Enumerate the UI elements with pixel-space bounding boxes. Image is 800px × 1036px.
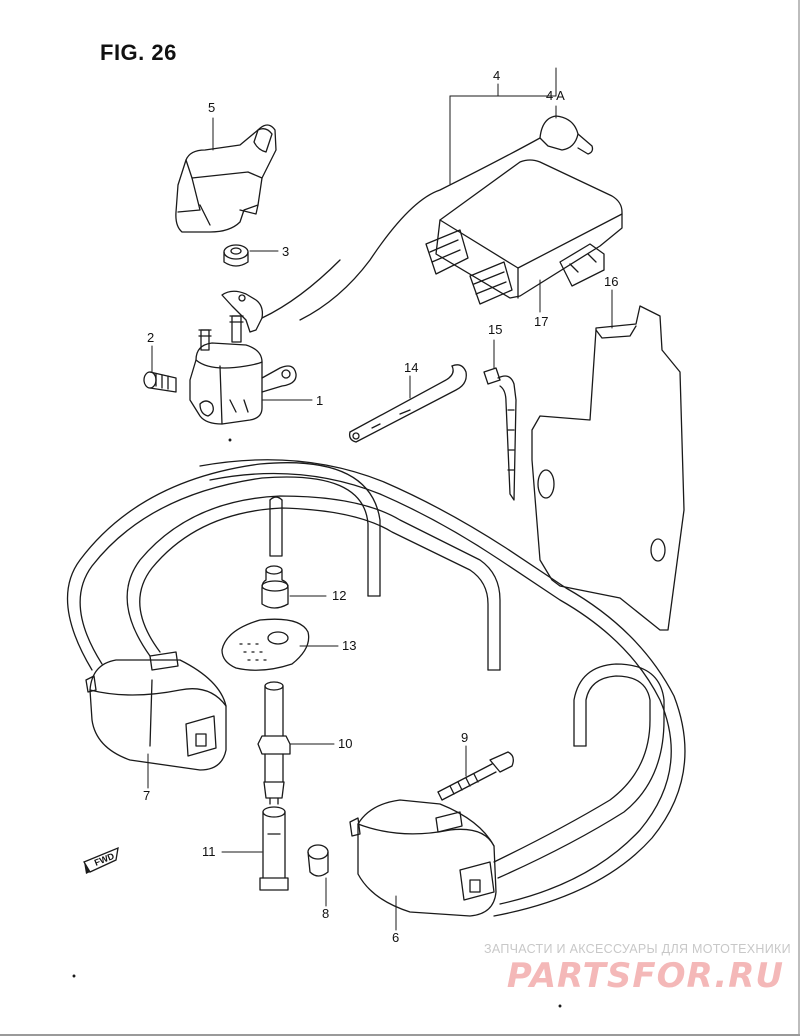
callout-2: 2 (147, 330, 154, 345)
callout-10: 10 (338, 736, 352, 751)
callout-3: 3 (282, 244, 289, 259)
part-11-plug-cap (259, 806, 289, 891)
part-2-bolt (143, 371, 177, 393)
scan-dots (72, 438, 562, 1008)
leader-lines (147, 67, 613, 931)
bottom-border (0, 1034, 800, 1036)
part-5-terminal-boot (175, 124, 277, 233)
part-17-cdi-unit (425, 159, 623, 305)
watermark-tagline: ЗАПЧАСТИ И АКСЕССУАРЫ ДЛЯ МОТОТЕХНИКИ (484, 942, 791, 956)
callout-1: 1 (316, 393, 323, 408)
part-6-ignition-coil (349, 799, 497, 917)
part-12-cap (261, 565, 289, 609)
callout-11: 11 (202, 844, 216, 859)
callout-17: 17 (534, 314, 548, 329)
part-4-ground-wire (299, 115, 594, 321)
figure-title: FIG. 26 (100, 40, 177, 65)
callout-14: 14 (404, 360, 418, 375)
callout-15: 15 (488, 322, 502, 337)
callout-4: 4 (493, 68, 500, 83)
watermark: ЗАПЧАСТИ И АКСЕССУАРЫ ДЛЯ МОТОТЕХНИКИ PA… (484, 942, 791, 996)
part-14-clamp (348, 364, 467, 443)
callout-4a: 4 A (546, 88, 565, 103)
part-10-plug-cap (257, 681, 291, 805)
callout-5: 5 (208, 100, 215, 115)
fwd-arrow-icon: FWD (83, 846, 119, 874)
part-9-bolt (437, 751, 514, 801)
part-16-cover-plate (531, 305, 685, 631)
part-1-starter-relay (189, 259, 341, 425)
callout-7: 7 (143, 788, 150, 803)
callout-6: 6 (392, 930, 399, 945)
part-3-nut (223, 244, 249, 267)
part-13-plate (221, 618, 310, 671)
part-7-ignition-coil (85, 651, 227, 771)
callout-8: 8 (322, 906, 329, 921)
watermark-logo: PARTSFOR.RU (506, 956, 784, 996)
part-8-grommet (307, 844, 329, 877)
callout-9: 9 (461, 730, 468, 745)
callout-numbers: 5 3 2 1 4 4 A 14 15 16 17 12 13 10 9 7 1… (143, 68, 618, 945)
high-tension-leads (66, 459, 686, 917)
callout-13: 13 (342, 638, 356, 653)
part-15-tie-band (483, 367, 517, 501)
right-border (798, 0, 800, 1036)
callout-12: 12 (332, 588, 346, 603)
callout-16: 16 (604, 274, 618, 289)
